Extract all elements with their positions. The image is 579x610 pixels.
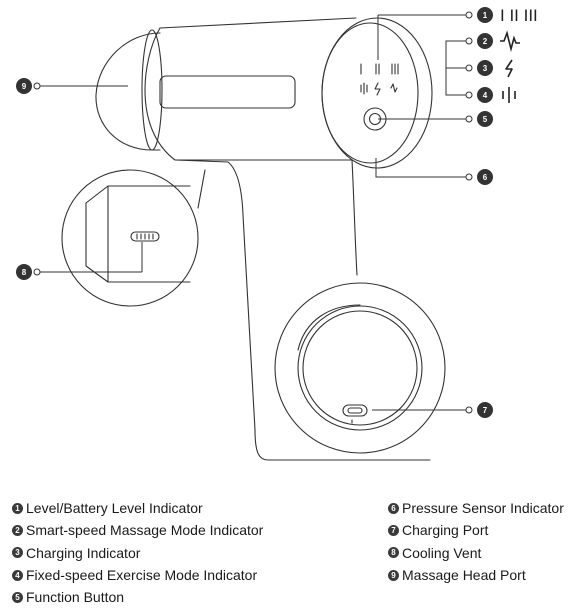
legend-label: Fixed-speed Exercise Mode Indicator <box>26 567 258 584</box>
svg-text:1: 1 <box>483 11 488 20</box>
svg-text:2: 2 <box>483 37 488 46</box>
legend-number-badge: 2 <box>12 524 23 536</box>
callout-8: 8 <box>16 264 32 280</box>
legend-item: 9 Massage Head Port <box>388 564 564 586</box>
svg-text:3: 3 <box>483 64 488 73</box>
legend-label: Pressure Sensor Indicator <box>402 500 564 517</box>
cooling-vent <box>130 231 160 242</box>
legend-number-badge: 1 <box>12 502 23 514</box>
legend-item: 6 Pressure Sensor Indicator <box>388 497 564 519</box>
legend-label: Charging Port <box>402 522 489 539</box>
callout-4: 4 <box>477 87 516 103</box>
callout-7: 7 <box>477 402 493 418</box>
massage-gun-diagram: 1 I II III 2 3 4 5 6 7 8 9 <box>16 6 538 461</box>
base-magnifier <box>274 282 446 454</box>
svg-text:8: 8 <box>22 268 27 277</box>
body-slot <box>159 75 296 109</box>
legend-label: Level/Battery Level Indicator <box>26 500 203 517</box>
charging-bolt-icon <box>505 59 513 78</box>
fixed-speed-bars-icon <box>502 87 516 103</box>
callout-9: 9 <box>16 78 32 94</box>
legend-label: Massage Head Port <box>402 567 526 584</box>
legend-item: 8 Cooling Vent <box>388 542 564 564</box>
cooling-vent-magnifier <box>61 169 199 307</box>
legend-number-badge: 7 <box>388 524 399 536</box>
legend-label: Function Button <box>26 589 125 606</box>
callout-1: 1 I II III <box>477 6 538 25</box>
legend-number-badge: 3 <box>12 547 23 559</box>
device-body <box>144 27 431 461</box>
legend-number-badge: 6 <box>388 502 399 514</box>
callout-2: 2 <box>477 30 520 53</box>
legend-number-badge: 5 <box>12 591 23 603</box>
level-bars-icon: I II III <box>500 6 538 25</box>
legend-item: 2 Smart-speed Massage Mode Indicator <box>12 519 263 541</box>
callout-5: 5 <box>477 111 493 127</box>
legend-item: 1 Level/Battery Level Indicator <box>12 497 263 519</box>
legend-number-badge: 9 <box>388 569 399 581</box>
legend-item: 3 Charging Indicator <box>12 542 263 564</box>
svg-text:9: 9 <box>22 82 27 91</box>
callout-6: 6 <box>477 169 493 185</box>
legend-number-badge: 8 <box>388 547 399 559</box>
legend-label: Cooling Vent <box>402 544 482 561</box>
legend-number-badge: 4 <box>12 569 23 581</box>
legend-item: 5 Function Button <box>12 586 263 608</box>
device-handle <box>351 159 358 276</box>
legend-item: 4 Fixed-speed Exercise Mode Indicator <box>12 564 263 586</box>
legend-left-column: 1 Level/Battery Level Indicator 2 Smart-… <box>12 497 263 608</box>
callout-3: 3 <box>477 59 513 78</box>
legend-right-column: 6 Pressure Sensor Indicator 7 Charging P… <box>388 497 564 586</box>
charging-port <box>342 404 368 417</box>
svg-text:5: 5 <box>483 115 488 124</box>
massage-head-port <box>95 32 161 151</box>
legend-label: Charging Indicator <box>26 544 141 561</box>
svg-text:4: 4 <box>483 91 488 100</box>
smart-speed-wave-icon <box>500 30 520 53</box>
legend: 1 Level/Battery Level Indicator 2 Smart-… <box>0 497 579 607</box>
svg-text:7: 7 <box>483 406 488 415</box>
legend-item: 7 Charging Port <box>388 519 564 541</box>
svg-text:6: 6 <box>483 173 488 182</box>
legend-label: Smart-speed Massage Mode Indicator <box>26 522 264 539</box>
